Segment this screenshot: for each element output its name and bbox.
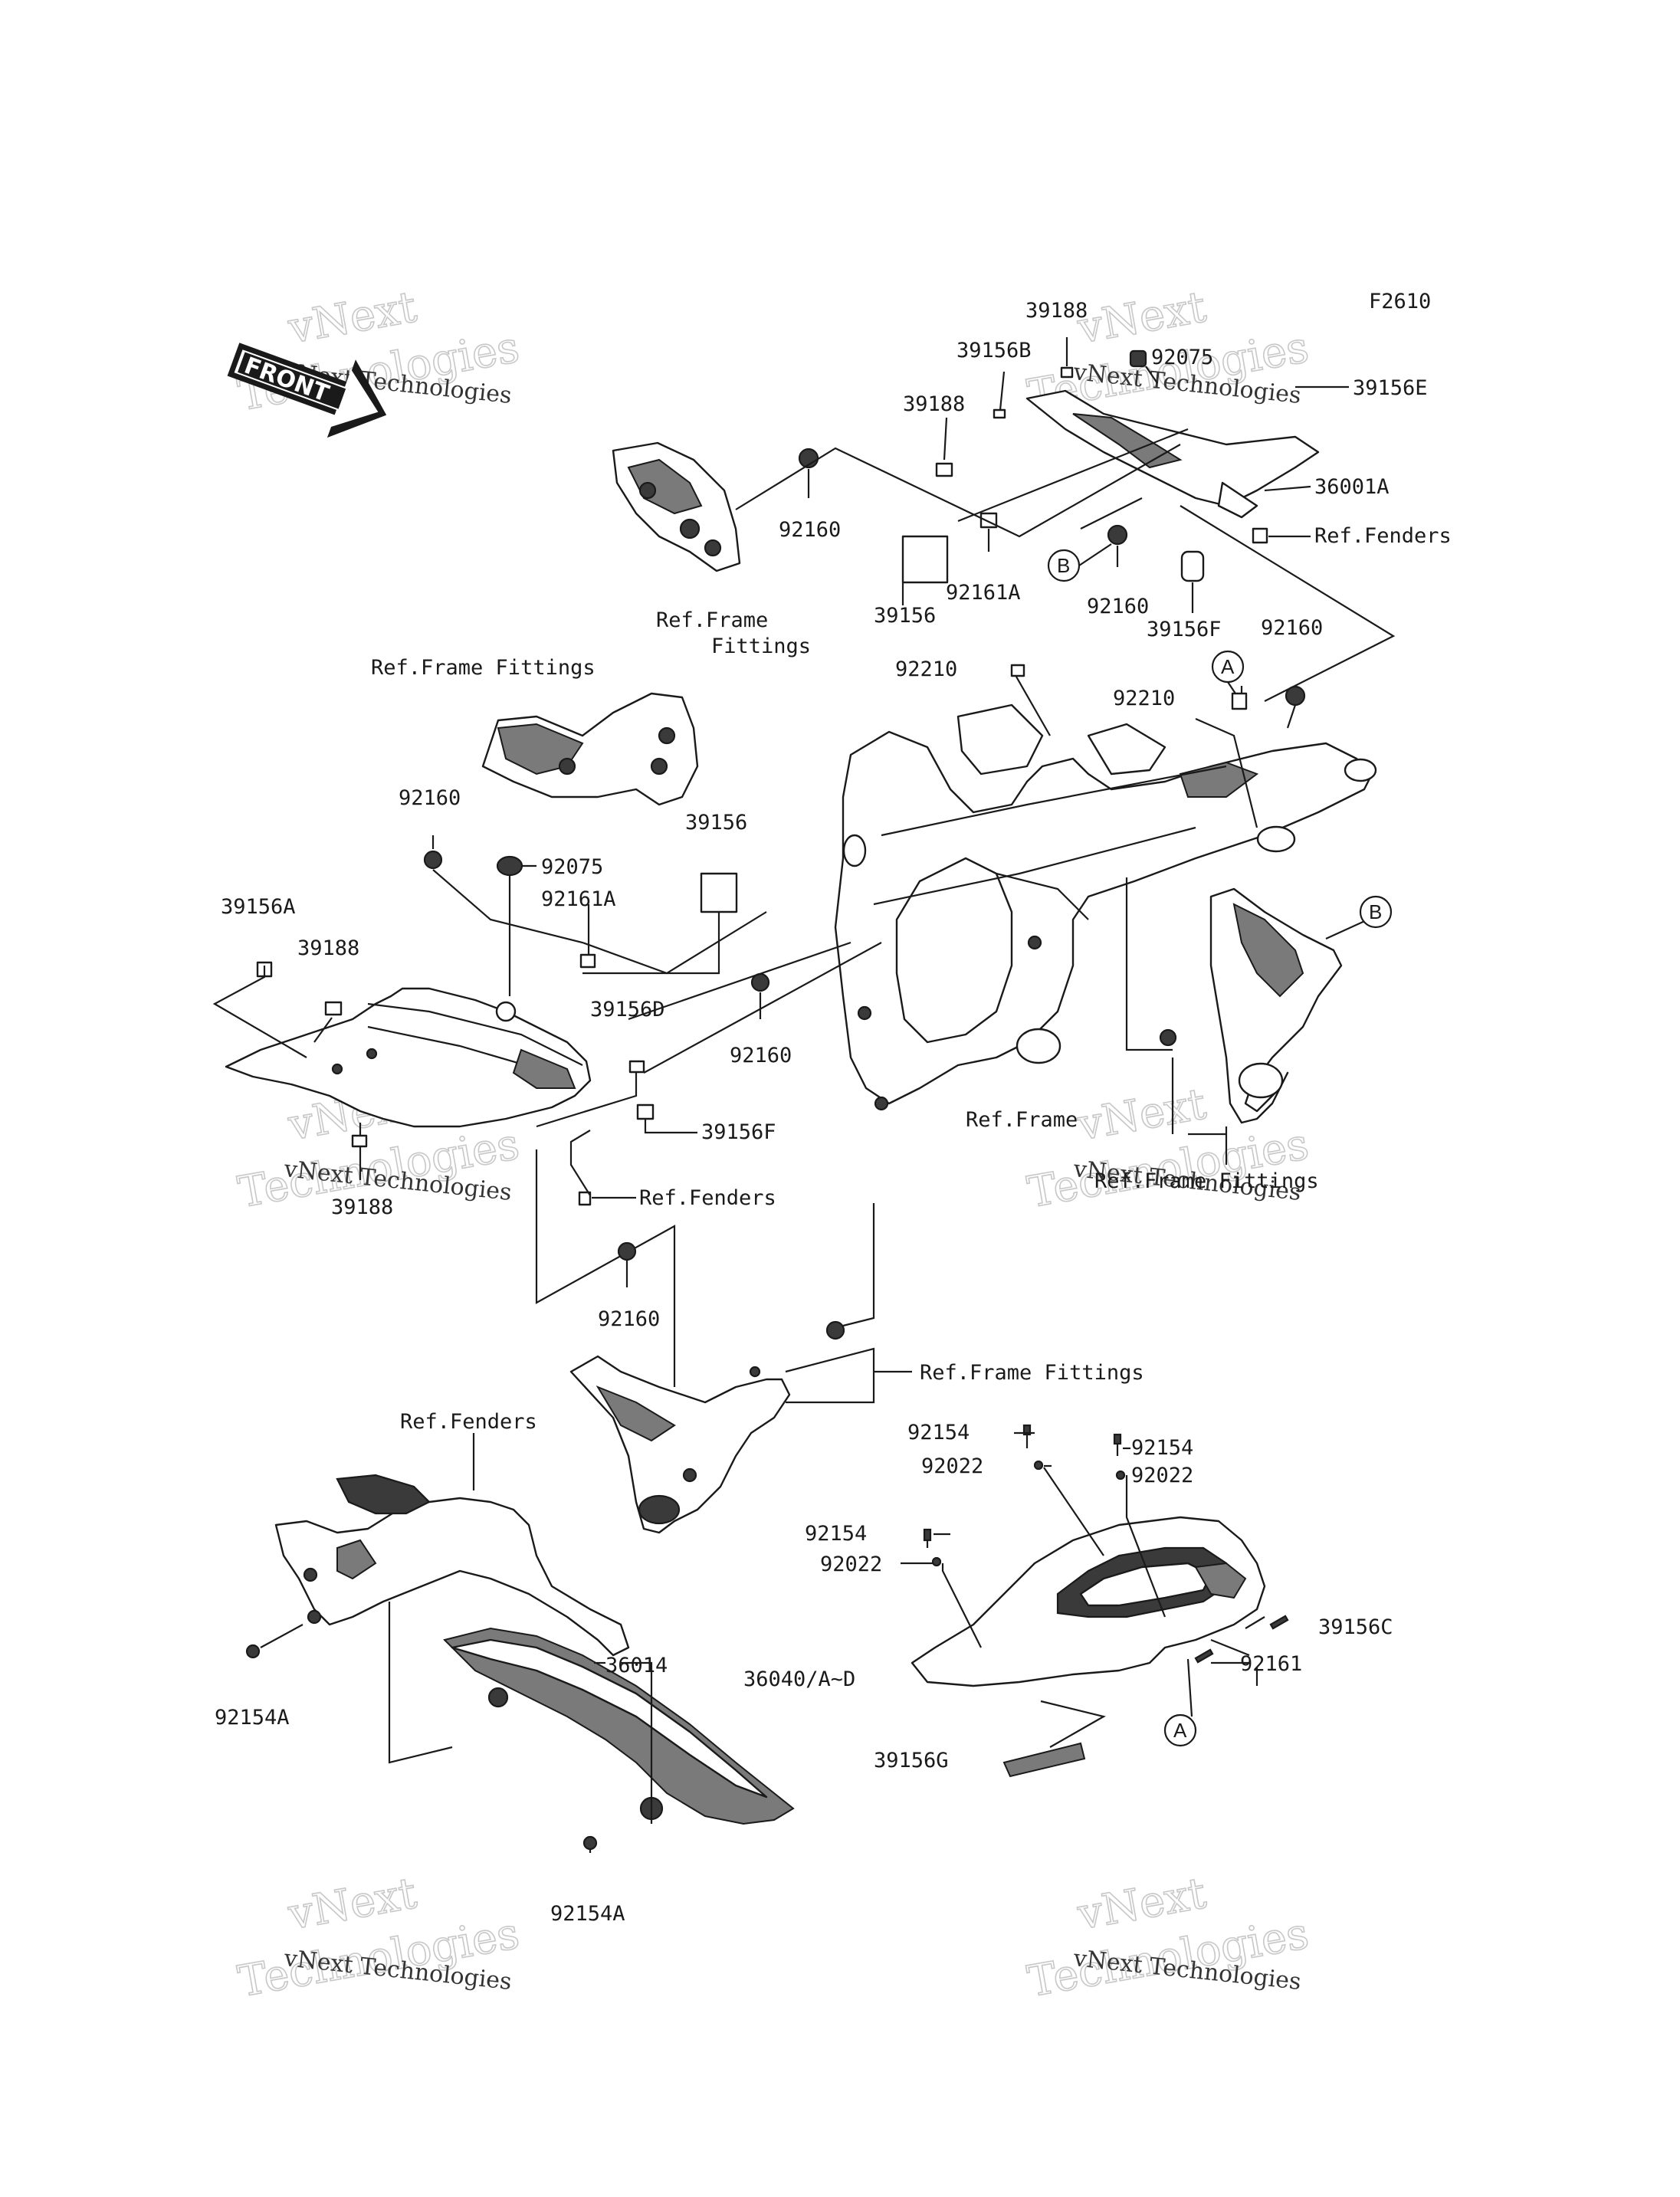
label-92154-a: 92154 [907, 1421, 970, 1444]
label-39188-bottom: 39188 [331, 1195, 393, 1219]
label-92154A-b: 92154A [550, 1902, 625, 1926]
label-92022-a: 92022 [921, 1454, 983, 1478]
label-39156F-left: 39156F [701, 1120, 776, 1144]
label-92210-a: 92210 [895, 657, 957, 681]
leader-lines-tail [901, 1424, 1289, 1748]
ref-fenders-left-part [578, 1191, 592, 1206]
leader-lines-right [1010, 664, 1369, 1165]
svg-text:A: A [1221, 655, 1235, 678]
part-39156-top [901, 535, 949, 584]
part-39188-mid [935, 462, 953, 477]
part-39156D [628, 1060, 645, 1074]
part-39156G [1002, 1742, 1086, 1778]
bracket-left [481, 692, 699, 806]
label-92022-c: 92022 [820, 1553, 882, 1576]
part-39156F-top [1180, 550, 1205, 582]
label-ref-fenders-top: Ref.Fenders [1314, 524, 1452, 548]
label-92160-top: 92160 [779, 518, 841, 542]
label-92160-right: 92160 [1261, 616, 1323, 640]
label-92160-center: 92160 [730, 1044, 792, 1067]
label-92161A-top: 92161A [946, 581, 1021, 605]
label-92160-left: 92160 [399, 786, 461, 810]
label-39156F-top: 39156F [1147, 618, 1222, 641]
label-39156-left: 39156 [685, 811, 747, 835]
watermark-top-left: Technologies vNext vNext Technologies [234, 281, 523, 421]
label-92161: 92161 [1240, 1652, 1302, 1676]
nut-92160-right [1285, 685, 1306, 707]
label-39156C: 39156C [1318, 1615, 1393, 1639]
label-92210-b: 92210 [1113, 687, 1175, 710]
label-39156G: 39156G [874, 1749, 949, 1772]
figure-code: F2610 [1369, 290, 1431, 313]
label-36040: 36040/A~D [743, 1667, 855, 1691]
leader-lines-top [735, 337, 1396, 702]
label-39156-top: 39156 [874, 604, 936, 628]
label-ref-frame-fittings-lower: Ref.Frame Fittings [920, 1361, 1144, 1385]
label-92154-b: 92154 [1131, 1436, 1193, 1460]
label-36014: 36014 [605, 1654, 668, 1677]
part-39188-left [324, 1001, 343, 1016]
ref-fenders-top-part [1252, 527, 1268, 544]
label-ref-frame-fittings-right: Ref.Frame Fittings [1094, 1169, 1319, 1193]
part-92161A-left [579, 953, 596, 969]
label-ref-fenders-lower: Ref.Fenders [400, 1410, 537, 1434]
label-39188-mid: 39188 [903, 392, 965, 416]
label-39188-left: 39188 [297, 936, 359, 960]
svg-text:A: A [1173, 1719, 1187, 1742]
label-92022-b: 92022 [1131, 1464, 1193, 1487]
callout-a-top: A [1211, 650, 1245, 694]
side-cowl-left [225, 987, 592, 1128]
label-92160-b: 92160 [1087, 595, 1149, 618]
bracket-lower [569, 1355, 791, 1534]
label-39156D: 39156D [590, 998, 665, 1021]
leader-lines-left [212, 864, 882, 1199]
label-92075-top: 92075 [1151, 346, 1213, 369]
part-39188-top [1060, 366, 1074, 379]
label-ref-frame-fittings-top-2: Fittings [711, 635, 811, 658]
part-39188-bottom [351, 1134, 368, 1148]
part-92210-b [1231, 692, 1248, 710]
label-92154-c: 92154 [805, 1522, 867, 1546]
watermark-bottom-left: Technologies vNext vNext Technologies [234, 1867, 523, 2008]
label-39188-top: 39188 [1025, 299, 1088, 323]
label-92161A-left: 92161A [541, 887, 616, 911]
part-39156B [993, 408, 1006, 419]
label-92075-left: 92075 [541, 855, 603, 879]
label-ref-fenders-left: Ref.Fenders [639, 1186, 776, 1210]
leader-lines-chain-guard [582, 1661, 653, 1853]
leader-lines-lower [535, 1149, 912, 1404]
nut-92160-b [1107, 524, 1128, 546]
part-39156-left [700, 872, 738, 913]
fender-cover-lower-left [274, 1474, 630, 1657]
label-ref-frame: Ref.Frame [966, 1108, 1078, 1132]
label-39156B: 39156B [956, 339, 1032, 362]
part-36001A [1217, 481, 1258, 519]
label-92160-lower: 92160 [598, 1307, 660, 1331]
callout-a-bottom: A [1163, 1713, 1197, 1747]
svg-text:B: B [1369, 900, 1382, 923]
callout-b-top: B [1047, 543, 1112, 582]
tail-cowl-lower-right [911, 1516, 1266, 1687]
label-39156E: 39156E [1353, 376, 1428, 400]
part-39156C [1269, 1615, 1289, 1630]
watermark-bottom-right: Technologies vNext vNext Technologies [1023, 1867, 1313, 2008]
part-92210-a [1010, 664, 1025, 677]
part-39156F-left [636, 1103, 655, 1120]
nut-92075-left [496, 855, 523, 877]
part-92161 [1194, 1648, 1214, 1664]
nut-92160-left [423, 850, 443, 870]
label-ref-frame-fittings-left: Ref.Frame Fittings [371, 656, 596, 680]
main-frame [834, 703, 1377, 1111]
labels: 39188 39156B 92075 39156E 39188 36001A 9… [215, 299, 1452, 1926]
callout-b-right: B [1359, 895, 1393, 929]
bracket-upper-left [612, 441, 741, 572]
label-36001A: 36001A [1314, 475, 1390, 499]
label-92154A-a: 92154A [215, 1706, 290, 1730]
side-cover-right [1209, 887, 1343, 1124]
label-ref-frame-fittings-top-1: Ref.Frame [656, 608, 768, 632]
label-39156A: 39156A [221, 895, 296, 919]
svg-text:B: B [1057, 554, 1070, 577]
leader-lines-fenders [245, 1433, 475, 1764]
